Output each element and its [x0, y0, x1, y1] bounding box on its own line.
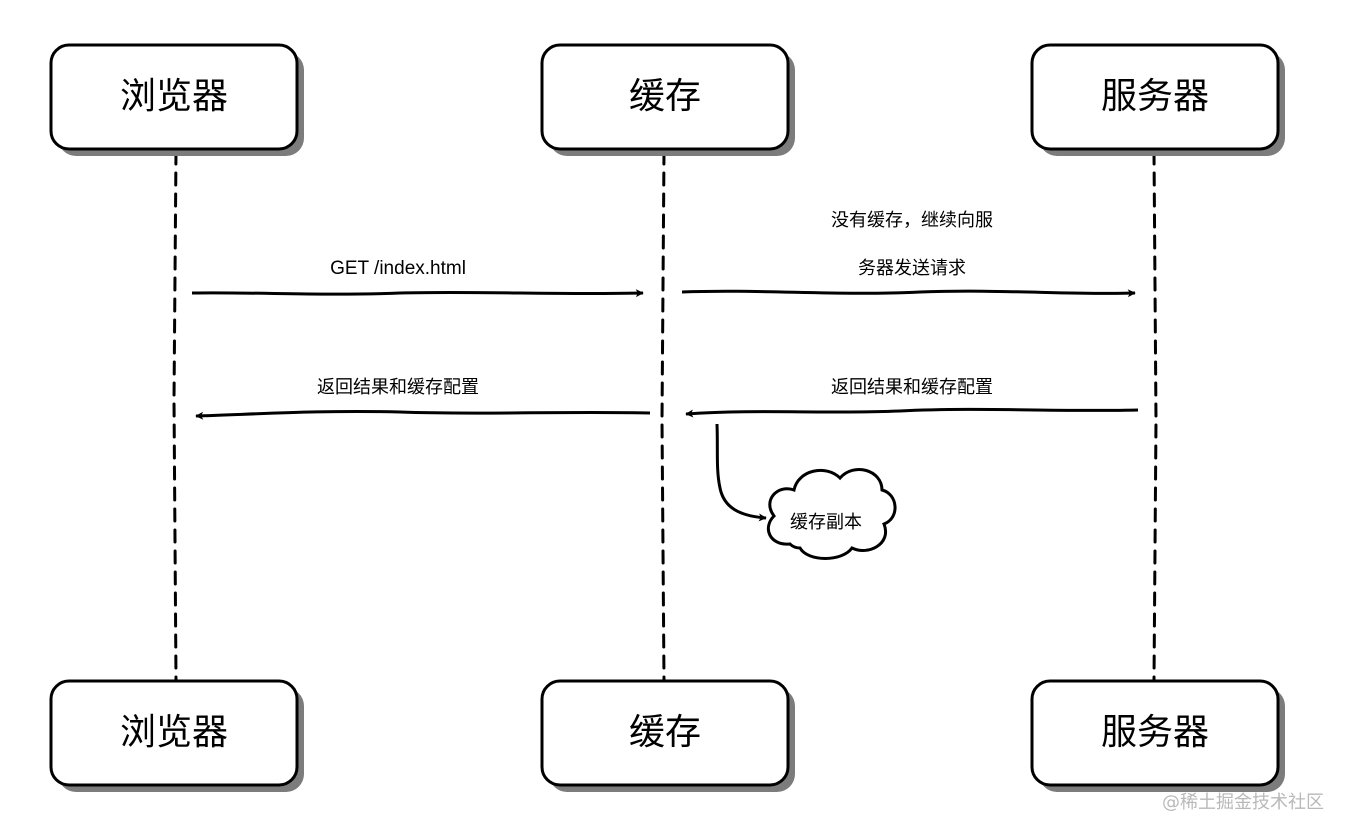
message-label-line-2: 务器发送请求: [858, 258, 966, 279]
participant-box-cache-bottom: 缓存: [540, 679, 795, 792]
note-label: 缓存副本: [790, 512, 862, 533]
watermark: @稀土掘金技术社区: [1162, 792, 1324, 813]
participant-label: 服务器: [1101, 76, 1209, 117]
lifeline-browser: [172, 150, 178, 682]
message-forward: 没有缓存，继续向服 务器发送请求: [681, 210, 1136, 298]
participant-box-cache-top: 缓存: [540, 43, 795, 156]
participant-label: 浏览器: [120, 76, 228, 117]
message-label: 返回结果和缓存配置: [317, 377, 479, 398]
participant-label: 缓存: [629, 712, 701, 753]
server-response-arrow: [685, 407, 1139, 418]
message-request: GET /index.html: [191, 258, 644, 298]
message-label: GET /index.html: [330, 258, 466, 279]
cloud-shape: [767, 468, 897, 560]
participant-box-browser-bottom: 浏览器: [49, 679, 304, 792]
message-browser-response: 返回结果和缓存配置: [195, 377, 651, 420]
lifelines: [172, 150, 1158, 682]
participant-box-server-bottom: 服务器: [1030, 679, 1285, 792]
participant-label: 服务器: [1101, 712, 1209, 753]
lifeline-cache: [660, 150, 666, 682]
browser-response-arrow: [195, 409, 651, 420]
participant-box-browser-top: 浏览器: [49, 43, 304, 156]
message-label: 返回结果和缓存配置: [831, 377, 993, 398]
participant-box-server-top: 服务器: [1030, 43, 1285, 156]
request-arrow: [191, 289, 644, 298]
note-connector: [715, 423, 767, 522]
lifeline-server: [1152, 150, 1158, 682]
participant-label: 缓存: [629, 76, 701, 117]
message-label-line-1: 没有缓存，继续向服: [831, 210, 993, 231]
message-server-response: 返回结果和缓存配置: [685, 377, 1139, 418]
participant-label: 浏览器: [120, 712, 228, 753]
forward-arrow: [681, 289, 1136, 298]
cache-copy-note: 缓存副本: [715, 423, 897, 560]
